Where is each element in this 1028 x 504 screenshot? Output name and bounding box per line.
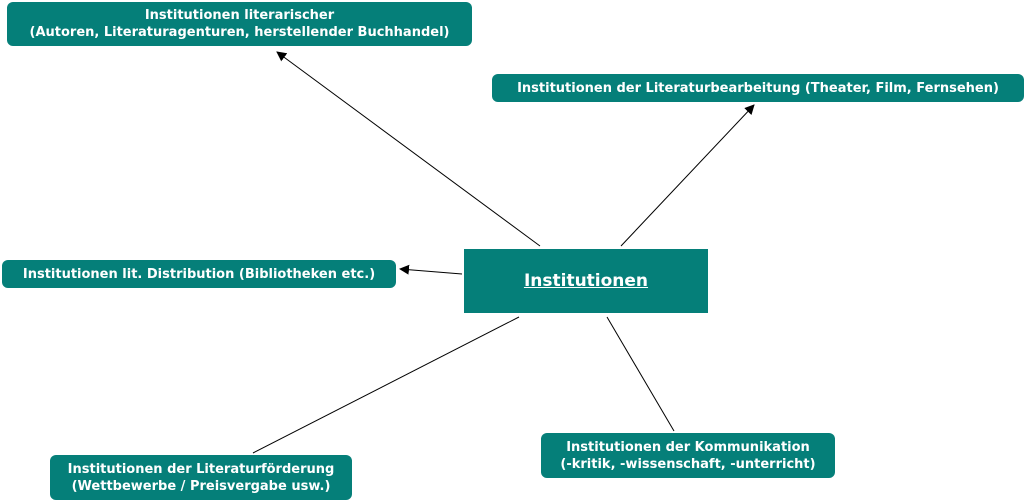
central-node-institutionen[interactable]: Institutionen bbox=[464, 249, 708, 313]
node-literaturfoerderung[interactable]: Institutionen der Literaturförderung (We… bbox=[50, 455, 352, 500]
arrow-to-top-left bbox=[276, 51, 541, 247]
node-title: Institutionen der Literaturförderung bbox=[67, 461, 335, 477]
arrow-to-top-right bbox=[620, 104, 755, 247]
node-subtitle: (-kritik, -wissenschaft, -unterricht) bbox=[560, 456, 816, 472]
node-lit-distribution[interactable]: Institutionen lit. Distribution (Bibliot… bbox=[2, 260, 396, 288]
node-subtitle: (Wettbewerbe / Preisvergabe usw.) bbox=[71, 478, 331, 494]
node-title: Institutionen der Literaturbearbeitung (… bbox=[517, 80, 999, 96]
arrow-to-left bbox=[399, 264, 463, 275]
node-kommunikation[interactable]: Institutionen der Kommunikation (-kritik… bbox=[541, 433, 835, 478]
line-to-bottom-left bbox=[252, 316, 520, 454]
node-title: Institutionen lit. Distribution (Bibliot… bbox=[22, 266, 376, 282]
node-title: Institutionen der Kommunikation bbox=[566, 439, 810, 455]
node-literaturbearbeitung[interactable]: Institutionen der Literaturbearbeitung (… bbox=[492, 74, 1024, 102]
node-subtitle: (Autoren, Literaturagenturen, herstellen… bbox=[29, 25, 450, 40]
central-node-label: Institutionen bbox=[523, 271, 649, 291]
node-institutionen-literarischer[interactable]: Institutionen literarischer (Autoren, Li… bbox=[7, 2, 472, 46]
line-to-bottom-right bbox=[606, 316, 675, 432]
node-title: Institutionen literarischer bbox=[144, 8, 335, 23]
